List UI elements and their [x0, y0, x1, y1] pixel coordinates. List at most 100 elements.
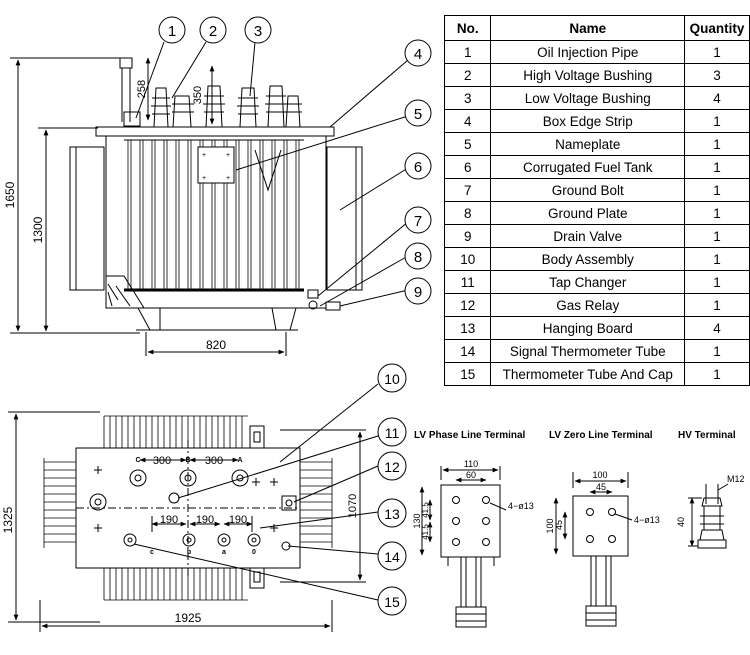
lv-zero-w-outer: 100 — [592, 470, 607, 480]
cell-qty: 3 — [684, 63, 750, 87]
cell-qty: 1 — [684, 362, 750, 386]
lv-phase-w-inner: 60 — [466, 470, 476, 480]
lv-phase-terminal — [419, 466, 507, 628]
lv-phase-w-outer: 110 — [464, 459, 478, 469]
hv-terminal — [688, 483, 729, 549]
cell-name: Signal Thermometer Tube — [490, 339, 686, 363]
callout-12: 12 — [377, 451, 407, 481]
callout-label: 11 — [385, 425, 400, 441]
cell-qty: 4 — [684, 316, 750, 340]
cell-name: Body Assembly — [490, 247, 686, 271]
svg-text:+: + — [226, 152, 230, 159]
lv-phase-h-outer: 130 — [412, 513, 422, 528]
corrugated-fins — [127, 140, 300, 290]
cell-no: 4 — [443, 109, 492, 133]
cell-qty: 1 — [684, 132, 750, 156]
cell-qty: 1 — [684, 178, 750, 202]
lv-zero-holes: 4−ø13 — [634, 515, 660, 525]
header-no: No. — [443, 15, 492, 41]
cell-qty: 1 — [684, 109, 750, 133]
dim-overall-height: 1650 — [3, 181, 17, 208]
dim-lv-spacing-3: 190 — [229, 514, 247, 526]
cell-no: 7 — [443, 178, 492, 202]
hv-label-c: C — [135, 457, 140, 464]
callout-3: 3 — [244, 16, 272, 44]
dim-lv-spacing-2: 190 — [196, 514, 214, 526]
lv-label-0: 0 — [252, 549, 256, 556]
dim-tank-height: 1300 — [31, 216, 45, 243]
svg-text:+: + — [202, 152, 206, 159]
lv-phase-terminal-title: LV Phase Line Terminal — [414, 430, 526, 441]
callout-11: 11 — [377, 417, 407, 447]
callout-label: 3 — [254, 23, 262, 40]
callout-8: 8 — [404, 242, 432, 270]
callout-label: 5 — [414, 106, 422, 123]
callout-label: 2 — [209, 23, 217, 40]
cell-no: 11 — [443, 270, 492, 294]
callout-2: 2 — [199, 16, 227, 44]
callout-4: 4 — [404, 39, 432, 67]
callout-label: 13 — [384, 506, 400, 522]
cell-no: 3 — [443, 86, 492, 110]
dim-hv-spacing-1: 300 — [153, 455, 171, 467]
cell-name: High Voltage Bushing — [490, 63, 686, 87]
cell-qty: 1 — [684, 201, 750, 225]
lv-phase-h-a: 41.5 — [421, 502, 430, 518]
cell-name: Ground Plate — [490, 201, 686, 225]
cell-name: Oil Injection Pipe — [490, 40, 686, 64]
callout-1: 1 — [158, 16, 186, 44]
cell-qty: 1 — [684, 293, 750, 317]
cell-qty: 1 — [684, 224, 750, 248]
top-view — [8, 383, 379, 632]
svg-text:+: + — [226, 175, 230, 182]
callout-label: 1 — [168, 23, 176, 40]
dim-bushing: 350 — [192, 86, 204, 104]
front-view: + + + + — [10, 41, 409, 356]
cell-name: Box Edge Strip — [490, 109, 686, 133]
cell-no: 9 — [443, 224, 492, 248]
front-callouts: 1 2 3 4 5 6 7 8 9 — [158, 16, 432, 305]
cell-no: 1 — [443, 40, 492, 64]
callout-14: 14 — [377, 541, 407, 571]
callout-6: 6 — [404, 152, 432, 180]
lv-phase-h-b: 41.5 — [421, 524, 430, 540]
top-fins — [43, 415, 333, 601]
callout-10: 10 — [377, 363, 407, 393]
cell-no: 10 — [443, 247, 492, 271]
cell-name: Hanging Board — [490, 316, 686, 340]
lv-zero-terminal — [553, 472, 633, 627]
callout-label: 12 — [384, 459, 400, 475]
cell-qty: 1 — [684, 247, 750, 271]
cell-name: Gas Relay — [490, 293, 686, 317]
callout-5: 5 — [404, 99, 432, 127]
callout-7: 7 — [404, 206, 432, 234]
dim-lv-spacing-1: 190 — [160, 514, 178, 526]
cell-qty: 1 — [684, 40, 750, 64]
cell-qty: 4 — [684, 86, 750, 110]
cell-qty: 1 — [684, 155, 750, 179]
callout-label: 9 — [414, 284, 422, 301]
dim-inner: 1070 — [347, 494, 359, 518]
cell-qty: 1 — [684, 270, 750, 294]
cell-name: Thermometer Tube And Cap — [490, 362, 686, 386]
callout-13: 13 — [377, 498, 407, 528]
cell-no: 6 — [443, 155, 492, 179]
cell-name: Low Voltage Bushing — [490, 86, 686, 110]
table-header-row: No. Name Quantity — [443, 15, 750, 41]
callout-label: 15 — [384, 594, 400, 610]
cell-no: 2 — [443, 63, 492, 87]
cell-no: 5 — [443, 132, 492, 156]
